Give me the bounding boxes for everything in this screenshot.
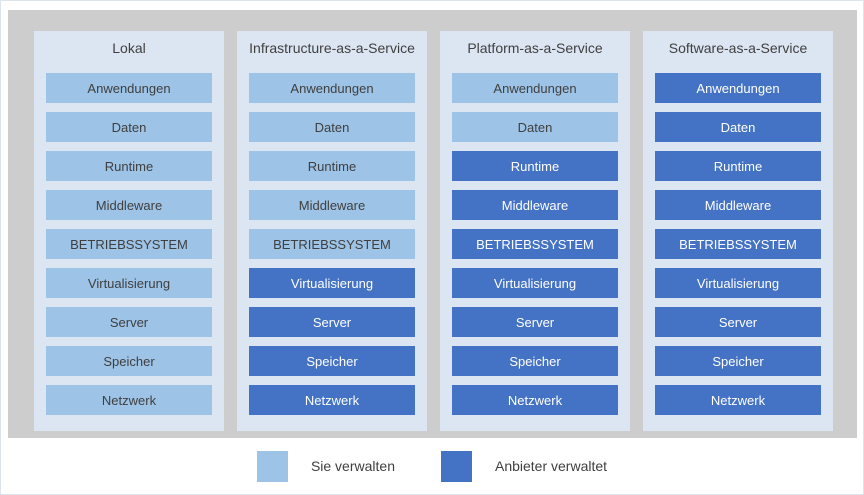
layer-cell-speicher: Speicher — [249, 346, 415, 376]
provider-managed-swatch — [440, 450, 472, 482]
layer-cell-virtualisierung: Virtualisierung — [249, 268, 415, 298]
layer-cell-middleware: Middleware — [46, 190, 212, 220]
you-manage-swatch — [256, 450, 288, 482]
legend-item-provider-managed: Anbieter verwaltet — [440, 450, 608, 482]
layer-cell-netzwerk: Netzwerk — [452, 385, 618, 415]
layer-cell-anwendungen: Anwendungen — [655, 73, 821, 103]
layer-cell-server: Server — [46, 307, 212, 337]
layer-cell-server: Server — [452, 307, 618, 337]
layer-cell-daten: Daten — [46, 112, 212, 142]
layer-cell-netzwerk: Netzwerk — [655, 385, 821, 415]
layer-cell-daten: Daten — [655, 112, 821, 142]
layer-cell-netzwerk: Netzwerk — [46, 385, 212, 415]
column-title-platform-as-a-service: Platform-as-a-Service — [467, 40, 603, 56]
layer-cell-middleware: Middleware — [655, 190, 821, 220]
layer-cell-netzwerk: Netzwerk — [249, 385, 415, 415]
layer-cell-anwendungen: Anwendungen — [452, 73, 618, 103]
column-title-infrastructure-as-a-service: Infrastructure-as-a-Service — [249, 40, 415, 56]
layer-cell-middleware: Middleware — [249, 190, 415, 220]
layer-cell-virtualisierung: Virtualisierung — [452, 268, 618, 298]
legend: Sie verwalten Anbieter verwaltet — [1, 438, 863, 494]
legend-label-you-manage: Sie verwalten — [310, 458, 395, 474]
legend-label-provider-managed: Anbieter verwaltet — [494, 458, 608, 474]
column-title-lokal: Lokal — [112, 40, 146, 56]
layer-cell-daten: Daten — [249, 112, 415, 142]
layer-cell-betriebssystem: BETRIEBSSYSTEM — [452, 229, 618, 259]
layer-cell-virtualisierung: Virtualisierung — [46, 268, 212, 298]
layer-cell-speicher: Speicher — [46, 346, 212, 376]
column-title-software-as-a-service: Software-as-a-Service — [668, 40, 808, 56]
layer-cell-speicher: Speicher — [655, 346, 821, 376]
layer-cell-daten: Daten — [452, 112, 618, 142]
layer-cell-server: Server — [249, 307, 415, 337]
layer-cell-anwendungen: Anwendungen — [46, 73, 212, 103]
layer-cell-anwendungen: Anwendungen — [249, 73, 415, 103]
layer-cell-betriebssystem: BETRIEBSSYSTEM — [655, 229, 821, 259]
layer-cell-virtualisierung: Virtualisierung — [655, 268, 821, 298]
layer-cell-server: Server — [655, 307, 821, 337]
layer-cell-runtime: Runtime — [655, 151, 821, 181]
legend-item-you-manage: Sie verwalten — [256, 450, 395, 482]
layer-cell-runtime: Runtime — [249, 151, 415, 181]
layer-cell-betriebssystem: BETRIEBSSYSTEM — [249, 229, 415, 259]
layer-cell-middleware: Middleware — [452, 190, 618, 220]
layer-cell-betriebssystem: BETRIEBSSYSTEM — [46, 229, 212, 259]
layer-cell-runtime: Runtime — [46, 151, 212, 181]
layer-cell-runtime: Runtime — [452, 151, 618, 181]
layer-cell-speicher: Speicher — [452, 346, 618, 376]
